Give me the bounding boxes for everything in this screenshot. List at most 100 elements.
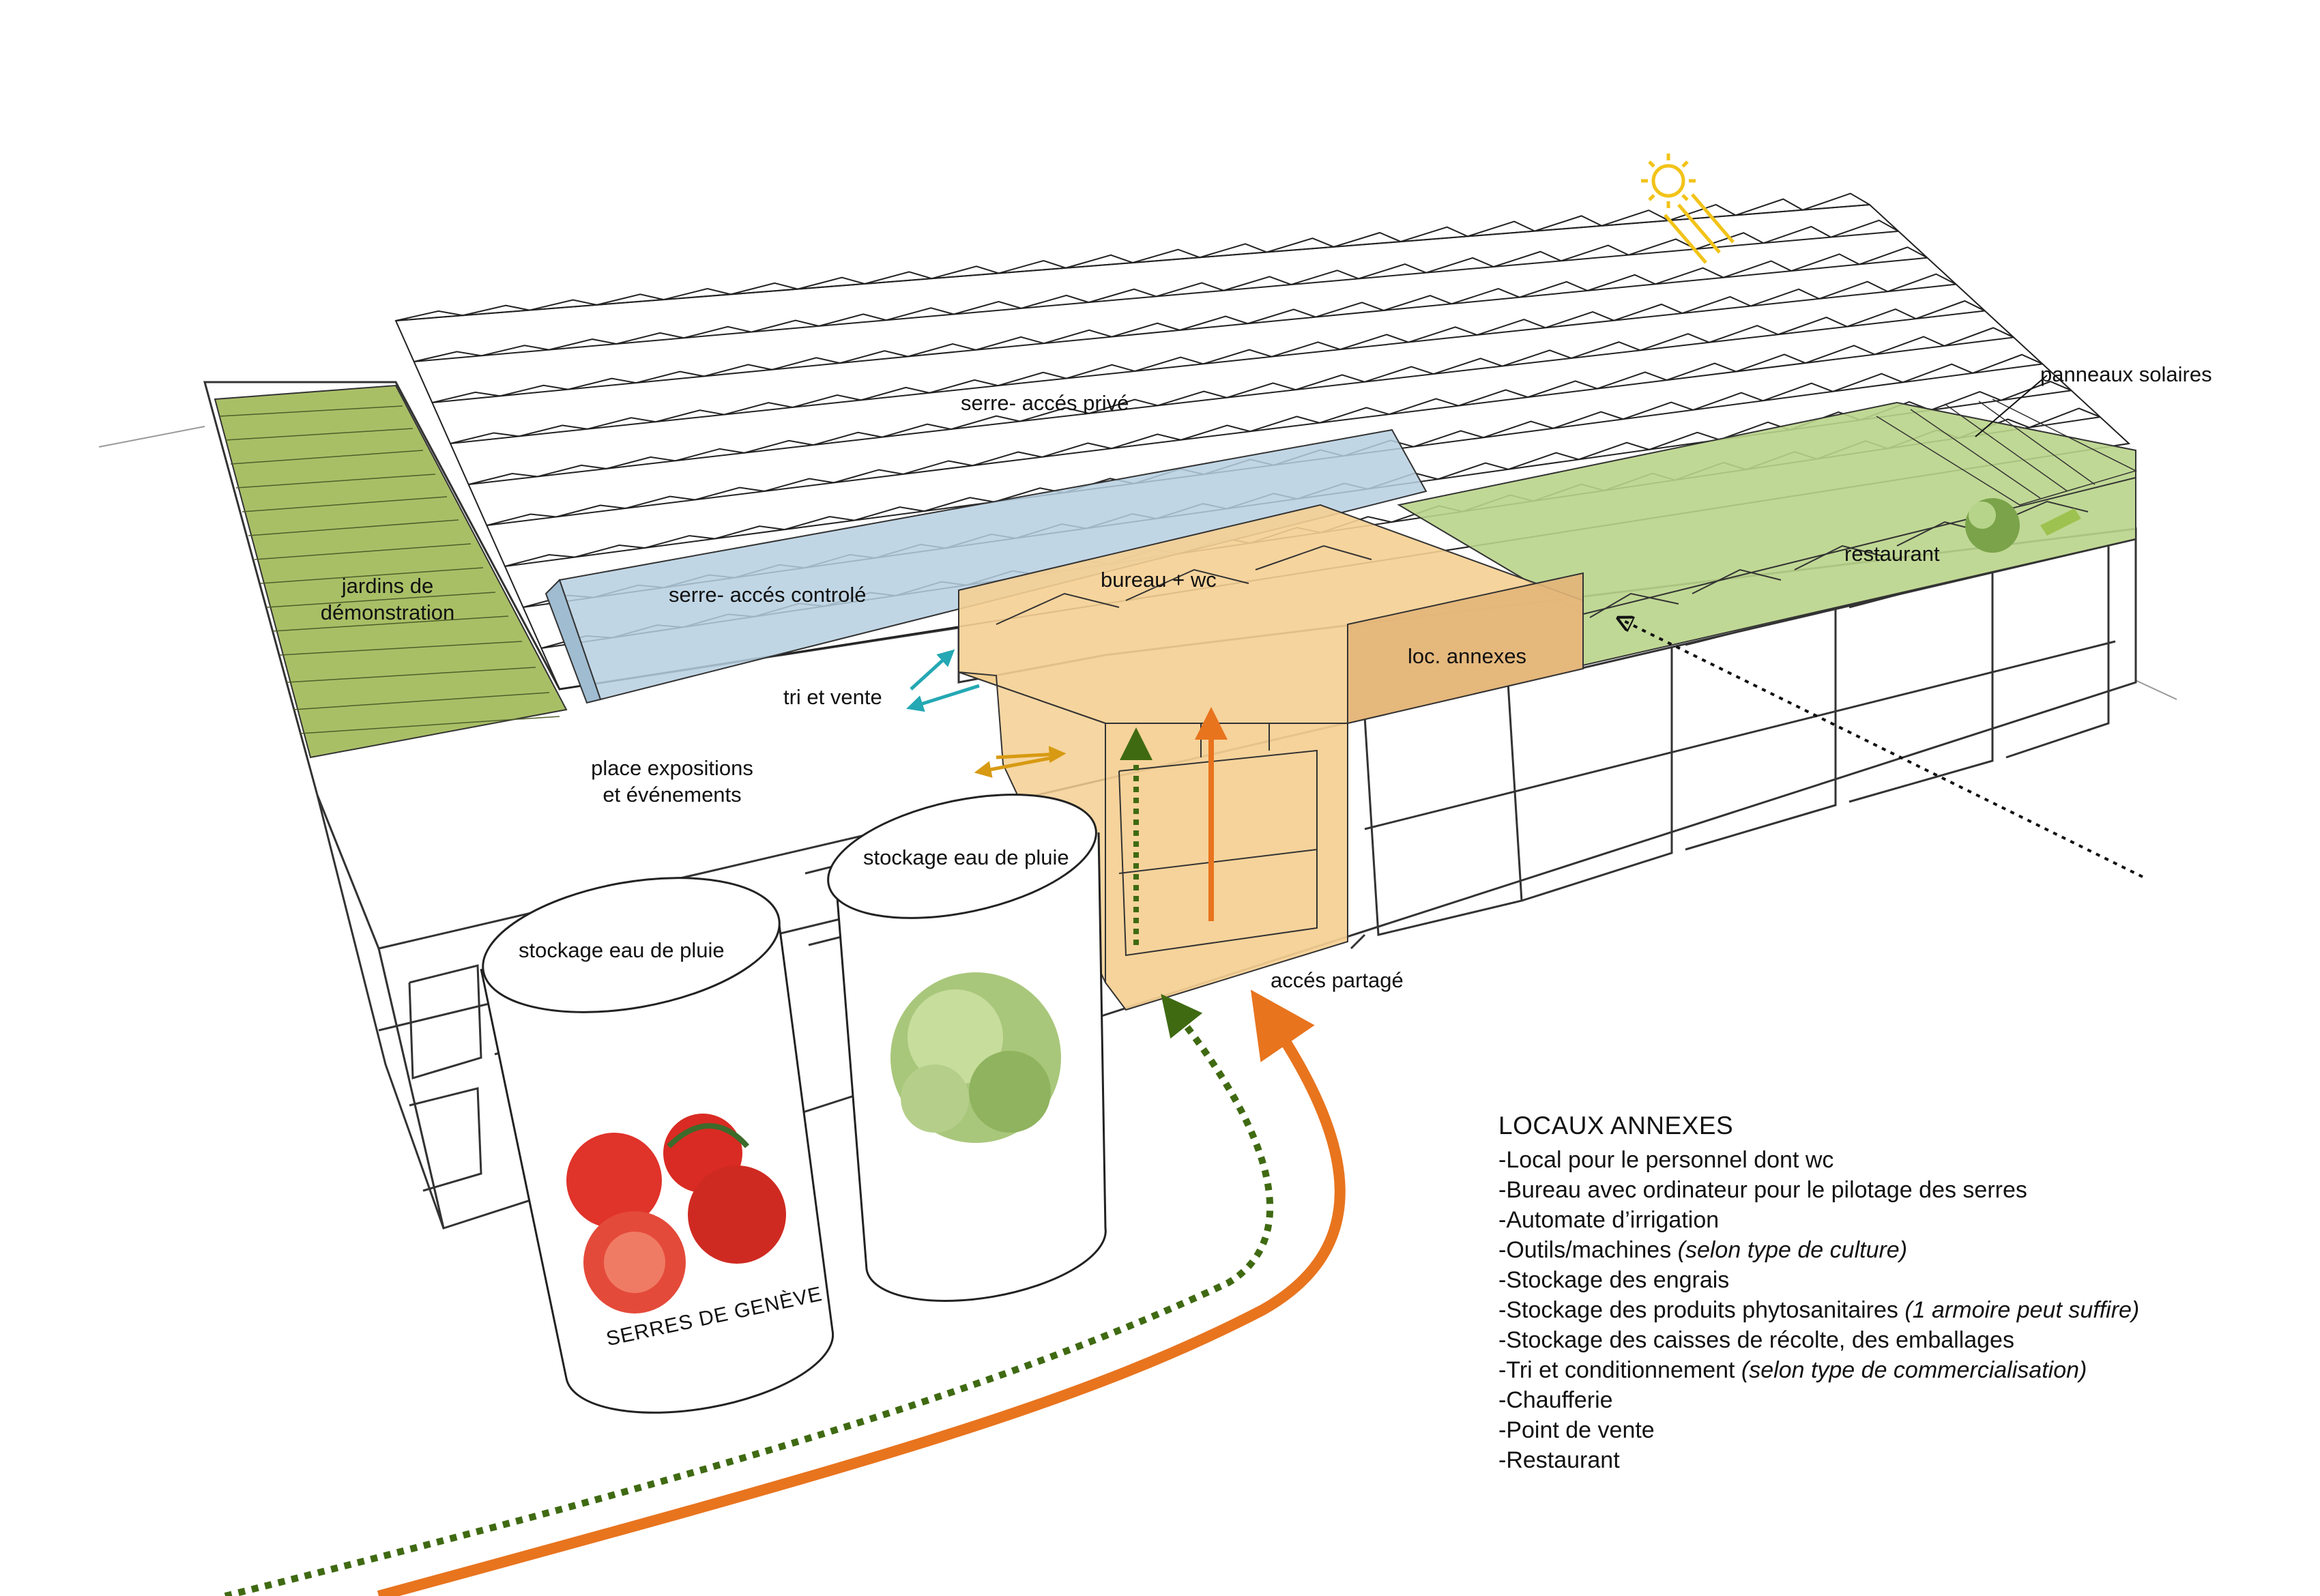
greenhouse-gable: [1400, 226, 1468, 243]
legend-item-text: -Point de vente: [1498, 1417, 1655, 1443]
greenhouse-gable: [972, 451, 1043, 467]
greenhouse-gable: [1519, 280, 1588, 298]
annex-block: [958, 504, 1584, 1011]
annex-legend: LOCAUX ANNEXES -Local pour le personnel …: [1498, 1111, 2139, 1475]
greenhouse-gable: [998, 371, 1067, 387]
greenhouse-gable: [1249, 416, 1320, 433]
greenhouse-gable: [1438, 462, 1509, 480]
legend-item-text: -Automate d’irrigation: [1498, 1207, 1720, 1233]
restaurant-salad-icon: [1965, 498, 2081, 553]
greenhouse-gable: [1389, 398, 1459, 416]
legend-item: -Stockage des caisses de récolte, des em…: [1498, 1325, 2139, 1355]
greenhouse-gable: [644, 535, 715, 549]
greenhouse-gable: [772, 357, 841, 371]
greenhouse-gable: [1179, 315, 1248, 331]
greenhouse-gable: [1156, 282, 1224, 298]
greenhouse-gable: [1111, 433, 1181, 450]
greenhouse-gable: [1477, 319, 1546, 336]
label-jardins-line2: démonstration: [320, 600, 455, 624]
greenhouse-gable: [1433, 358, 1503, 375]
greenhouse-gable: [1818, 280, 1888, 300]
greenhouse-gable: [1735, 198, 1803, 216]
legend-item-note: (selon type de culture): [1677, 1237, 1908, 1263]
greenhouse-gable: [1597, 371, 1667, 390]
greenhouse-gable: [931, 265, 999, 280]
greenhouse-gable: [1157, 390, 1228, 407]
greenhouse-gable: [1623, 401, 1694, 420]
greenhouse-gable: [903, 460, 973, 475]
controlled-greenhouse-zone: [545, 429, 1427, 704]
label-jardins-line1: jardins de: [341, 574, 434, 598]
greenhouse-gable: [1944, 327, 2014, 347]
label-serre-prive: serre- accés privé: [961, 391, 1129, 415]
greenhouse-gable: [714, 525, 785, 540]
greenhouse-gable: [568, 377, 637, 390]
greenhouse-gable: [1553, 411, 1624, 429]
solar-leader-line: [1975, 375, 2048, 437]
greenhouse-gable: [1493, 250, 1562, 267]
greenhouse-gable: [1132, 248, 1200, 263]
greenhouse-gable: [462, 304, 530, 317]
greenhouse-gable: [929, 379, 998, 394]
legend-item-text: -Chaufferie: [1498, 1387, 1613, 1413]
greenhouse-gable: [751, 319, 820, 333]
legend-item-text: -Tri et conditionnement: [1498, 1357, 1741, 1383]
greenhouse-gable: [1972, 353, 2043, 374]
greenhouse-gable: [530, 299, 597, 311]
legend-item: -Local pour le personnel dont wc: [1498, 1145, 2139, 1175]
greenhouse-gable: [953, 301, 1021, 315]
greenhouse-gable: [1613, 303, 1683, 321]
legend-item-text: -Stockage des produits phytosanitaires: [1498, 1297, 1905, 1323]
greenhouse-gable: [1364, 366, 1434, 383]
legend-item: -Tri et conditionnement (selon type de c…: [1498, 1355, 2139, 1385]
label-panneaux-solaires: panneaux solaires: [2040, 362, 2212, 386]
greenhouse-gable: [1805, 345, 1876, 364]
greenhouse-gable: [1043, 329, 1112, 345]
greenhouse-gable: [1413, 430, 1484, 448]
label-stockage-left: stockage eau de pluie: [519, 938, 725, 962]
greenhouse-gable: [860, 386, 930, 401]
greenhouse-gable: [625, 495, 695, 509]
greenhouse-gable: [951, 415, 1020, 431]
greenhouse-gable: [1203, 349, 1272, 365]
greenhouse-gable: [1112, 322, 1180, 338]
greenhouse-gable: [839, 350, 908, 364]
greenhouse-gable: [1763, 225, 1831, 244]
greenhouse-gable: [1383, 295, 1452, 311]
greenhouse-gable: [635, 371, 704, 384]
greenhouse-gable: [833, 469, 903, 484]
greenhouse-gable: [797, 276, 865, 290]
legend-item: -Restaurant: [1498, 1445, 2139, 1475]
greenhouse-gable: [1066, 364, 1135, 379]
legend-item: -Stockage des produits phytosanitaires (…: [1498, 1295, 2139, 1325]
greenhouse-gable: [1832, 373, 1903, 392]
greenhouse-gable: [1088, 398, 1159, 414]
greenhouse-gable: [468, 472, 538, 485]
greenhouse-gable: [1021, 294, 1089, 309]
legend-item: -Chaufferie: [1498, 1385, 2139, 1415]
legend-item: -Automate d’irrigation: [1498, 1205, 2139, 1235]
greenhouse-gable: [1682, 295, 1752, 315]
label-loc-annexes: loc. annexes: [1408, 644, 1527, 668]
greenhouse-gable: [1571, 341, 1641, 359]
label-place-line2: et événements: [603, 782, 742, 807]
greenhouse-gable: [1467, 220, 1535, 237]
greenhouse-gable: [1874, 336, 1945, 356]
greenhouse-gable: [575, 545, 645, 558]
legend-title: LOCAUX ANNEXES: [1498, 1112, 1734, 1140]
access-arrows: [224, 621, 2143, 1596]
rainwater-tank-right: [827, 794, 1107, 1302]
greenhouse-gable: [1790, 253, 1860, 272]
legend-item-text: -Restaurant: [1498, 1447, 1620, 1473]
greenhouse-gable: [2001, 381, 2072, 401]
label-jardins: jardins de démonstration: [306, 573, 469, 626]
greenhouse-gable: [499, 384, 568, 397]
legend-item-text: -Bureau avec ordinateur pour le pilotage…: [1498, 1177, 2027, 1203]
greenhouse-gable: [1655, 267, 1724, 285]
greenhouse-gable: [1723, 260, 1792, 278]
greenhouse-gable: [1483, 420, 1554, 439]
label-place: place expositions et événements: [563, 755, 781, 809]
greenhouse-gable: [695, 487, 765, 501]
legend-item-text: -Stockage des caisses de récolte, des em…: [1498, 1327, 2014, 1353]
greenhouse-gable: [813, 431, 882, 446]
